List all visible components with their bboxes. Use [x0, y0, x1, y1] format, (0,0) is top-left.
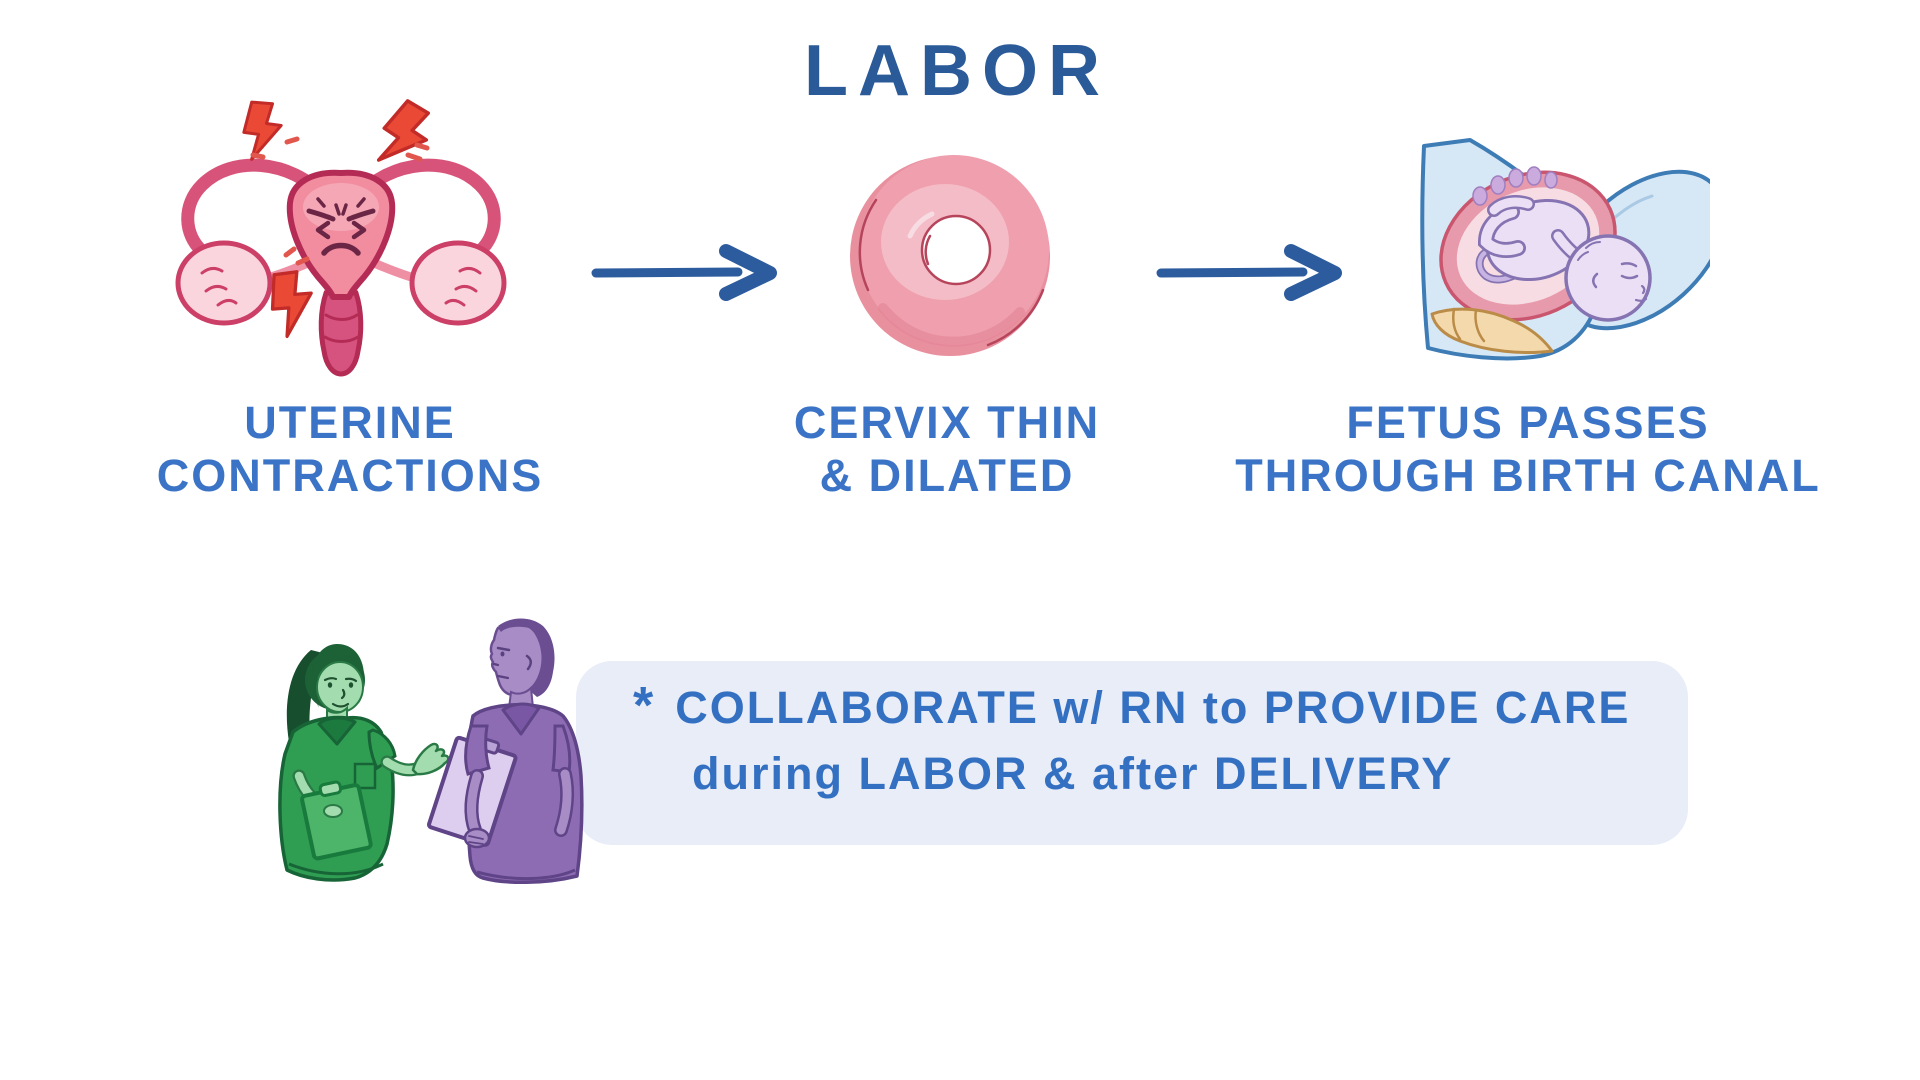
note-line-1: * COLLABORATE w/ RN to PROVIDE CARE	[633, 677, 1631, 735]
label-line: UTERINE	[244, 397, 456, 448]
arrow-right-icon	[1153, 243, 1353, 306]
note-box: * COLLABORATE w/ RN to PROVIDE CARE duri…	[576, 661, 1688, 845]
note-line2-text: during LABOR & after DELIVERY	[692, 748, 1454, 799]
label-line: CONTRACTIONS	[156, 450, 544, 501]
uterus-illustration	[140, 85, 560, 395]
clinicians-svg	[278, 618, 584, 884]
birth-canal-illustration	[1400, 108, 1710, 378]
contraction-bolt-icon	[242, 99, 430, 339]
cervix-svg	[850, 155, 1050, 356]
note-line1-text: COLLABORATE w/ RN to PROVIDE CARE	[675, 682, 1631, 733]
label-cervix-thin-dilated: CERVIX THIN & DILATED	[794, 396, 1100, 502]
clinician-purple-figure	[427, 618, 584, 884]
label-line: THROUGH BIRTH CANAL	[1235, 450, 1821, 501]
label-fetus-passes: FETUS PASSES THROUGH BIRTH CANAL	[1235, 396, 1820, 502]
green-clipboard	[300, 780, 373, 861]
label-line: CERVIX THIN	[793, 397, 1101, 448]
fetus-svg	[1420, 138, 1710, 361]
uterus-svg	[175, 99, 507, 377]
page-title: LABOR	[804, 31, 1110, 111]
arrow-right-icon	[588, 243, 788, 306]
label-line: FETUS PASSES	[1346, 397, 1710, 448]
clinicians-illustration	[215, 592, 630, 892]
asterisk-bullet: *	[633, 677, 656, 735]
nurse-green-figure	[278, 644, 450, 882]
label-line: & DILATED	[819, 450, 1075, 501]
label-uterine-contractions: UTERINE CONTRACTIONS	[157, 396, 543, 502]
cervix-illustration	[838, 140, 1066, 368]
